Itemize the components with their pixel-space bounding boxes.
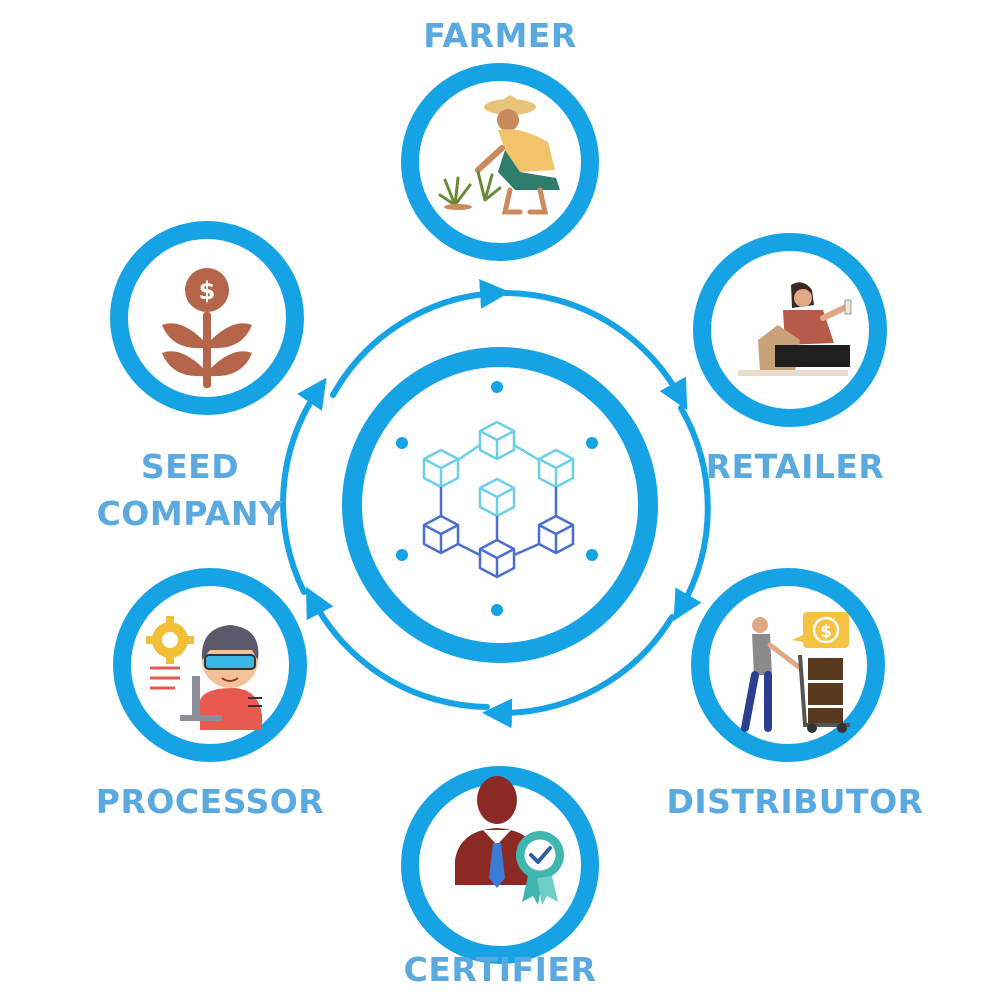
farmer-node: [401, 63, 599, 261]
label-certifier: CERTIFIER: [403, 950, 597, 989]
arrow-to-distributor: [673, 405, 711, 621]
arrow-to-farmer: [330, 278, 510, 398]
dollar-symbol-seed: $: [199, 277, 216, 305]
dollar-symbol-distributor: $: [820, 622, 832, 642]
blockchain-network-icon: [422, 420, 575, 579]
flow-arrows: [280, 278, 711, 729]
seed-money-plant-icon: $: [162, 268, 252, 388]
label-farmer: FARMER: [423, 16, 577, 55]
retailer-node: [693, 233, 887, 427]
processor-engineer-icon: [146, 616, 262, 730]
arrow-to-retailer: [502, 290, 688, 411]
label-distributor: DISTRIBUTOR: [666, 782, 924, 821]
center-hub: [342, 347, 658, 663]
label-seed-company-line2: COMPANY: [96, 494, 284, 533]
label-seed-company-line1: SEED: [140, 447, 240, 486]
hub-dots: [396, 381, 598, 616]
arrow-to-certifier: [482, 614, 675, 729]
distributor-node: $: [691, 568, 885, 762]
retailer-shop-icon: [738, 282, 852, 376]
certifier-node: [401, 766, 599, 964]
arrow-to-seed-company: [280, 377, 327, 595]
label-retailer: RETAILER: [705, 447, 885, 486]
arrow-to-processor: [306, 586, 490, 710]
distributor-delivery-icon: $: [741, 612, 850, 733]
processor-node: [113, 568, 307, 762]
seed-company-node: $: [110, 221, 304, 415]
certified-person-icon: [455, 776, 564, 905]
label-processor: PROCESSOR: [95, 782, 325, 821]
farmer-planting-icon: [438, 95, 560, 215]
